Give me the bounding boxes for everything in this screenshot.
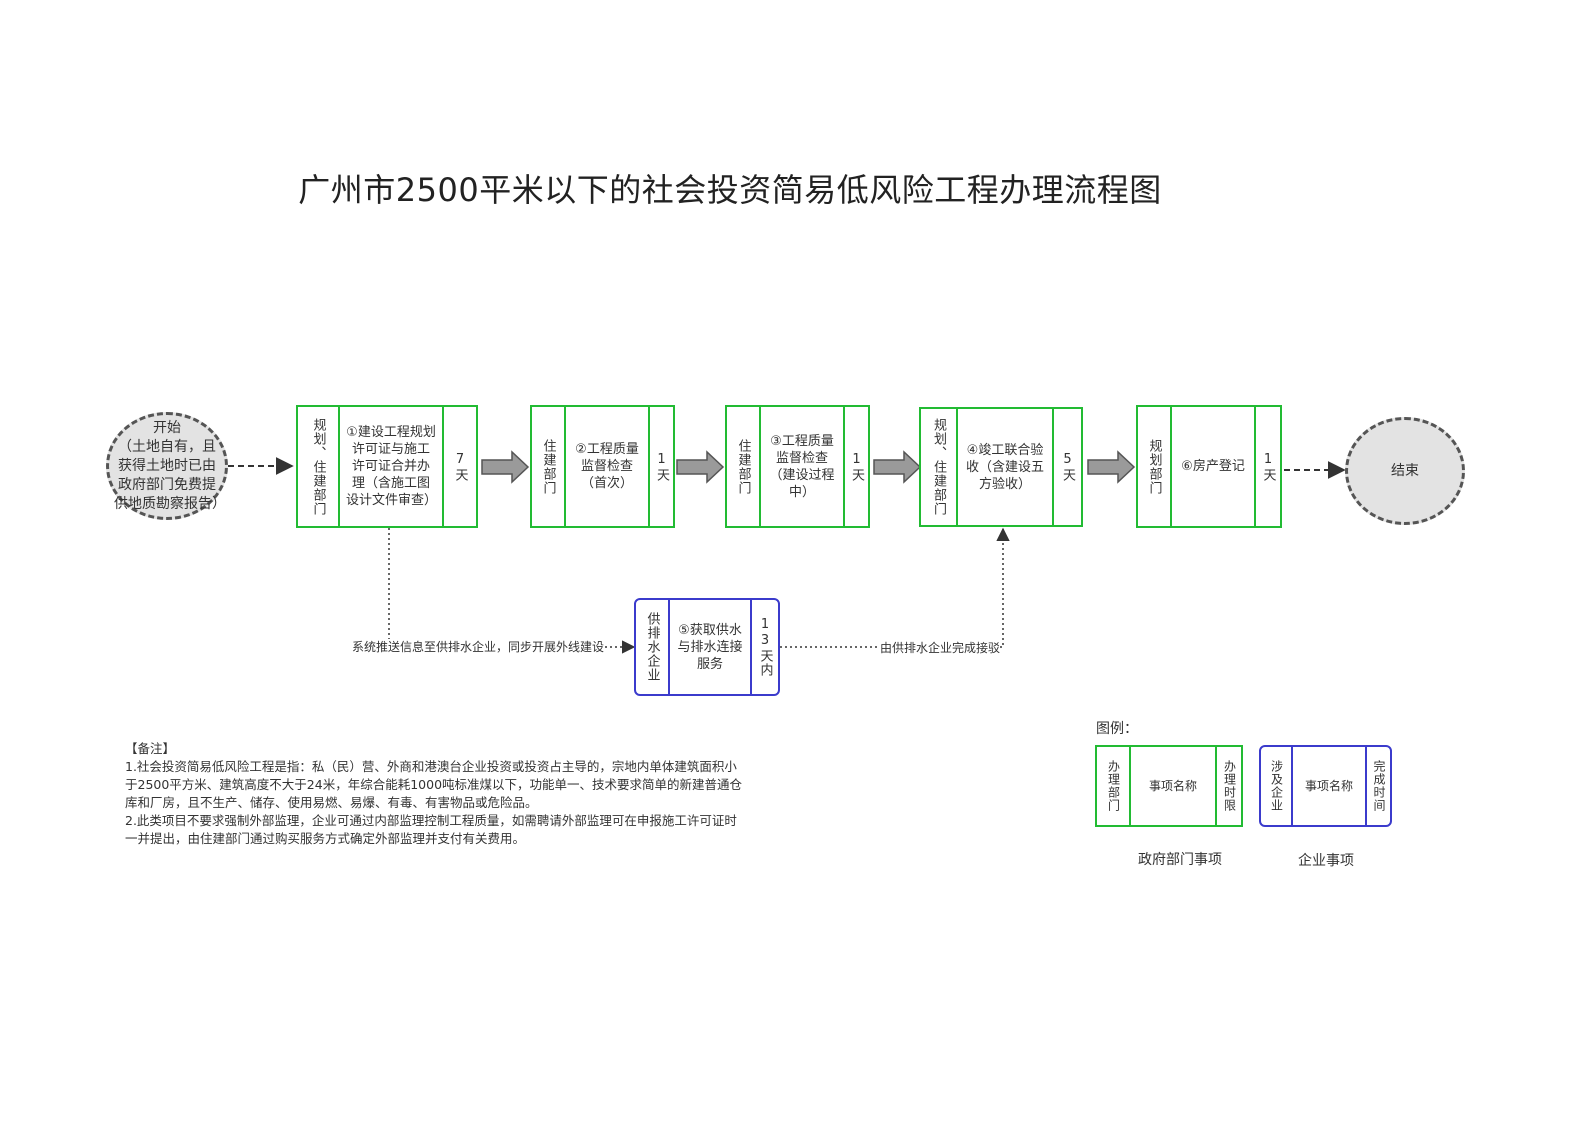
notes-section: 【备注】 1.社会投资简易低风险工程是指：私（民）营、外商和港澳台企业投资或投资… (125, 740, 745, 848)
legend-gov-caption: 政府部门事项 (1138, 852, 1222, 868)
start-oval: 开始 （土地自有，且获得土地时已由政府部门免费提供地质勘察报告） (106, 412, 228, 520)
step-4-name: ④竣工联合验收（含建设五方验收） (956, 409, 1052, 525)
legend-gov-box: 办理部门 事项名称 办理时限 (1095, 745, 1243, 827)
step-2-dept: 住建部门 (540, 438, 556, 495)
push-label: 系统推送信息至供排水企业，同步开展外线建设 (352, 639, 605, 655)
notes-item-2: 2.此类项目不要求强制外部监理，企业可通过内部监理控制工程质量，如需聘请外部监理… (125, 813, 737, 846)
step-6-dept: 规划部门 (1146, 438, 1162, 495)
step-1-box: 规划、住建部门 ①建设工程规划许可证与施工许可证合并办理（含施工图设计文件审查）… (296, 405, 478, 528)
connect-connector (780, 527, 1010, 648)
step-4-box: 规划、住建部门 ④竣工联合验收（含建设五方验收） 5天 (919, 407, 1083, 527)
step-2-name: ②工程质量监督检查（首次） (564, 407, 648, 526)
block-arrow-3-4 (873, 450, 922, 484)
legend-gov-dept: 办理部门 (1106, 760, 1121, 812)
block-arrow-1-2 (481, 450, 530, 484)
end-oval: 结束 (1345, 417, 1465, 525)
step-3-box: 住建部门 ③工程质量监督检查（建设过程中） 1天 (725, 405, 870, 528)
step-6-box: 规划部门 ⑥房产登记 1天 (1136, 405, 1282, 528)
connect-label: 由供排水企业完成接驳 (880, 640, 1001, 656)
step-1-dept: 规划、住建部门 (310, 417, 326, 516)
step-5-box: 供排水企业 ⑤获取供水与排水连接服务 13天内 (634, 598, 780, 696)
legend-ent-name: 事项名称 (1291, 747, 1365, 825)
notes-item-1: 1.社会投资简易低风险工程是指：私（民）营、外商和港澳台企业投资或投资占主导的，… (125, 759, 743, 810)
block-arrow-4-6 (1087, 450, 1136, 484)
step-3-name: ③工程质量监督检查（建设过程中） (759, 407, 843, 526)
legend-gov-name: 事项名称 (1129, 747, 1215, 825)
legend-ent-dept: 涉及企业 (1269, 760, 1284, 812)
step-5-name: ⑤获取供水与排水连接服务 (668, 600, 750, 694)
step-2-time: 1天 (648, 407, 673, 526)
step-1-time: 7天 (442, 407, 476, 526)
notes-heading: 【备注】 (125, 741, 176, 756)
step-5-dept: 供排水企业 (644, 612, 660, 682)
step-6-name: ⑥房产登记 (1170, 407, 1254, 526)
step-2-box: 住建部门 ②工程质量监督检查（首次） 1天 (530, 405, 675, 528)
legend-ent-box: 涉及企业 事项名称 完成时间 (1259, 745, 1392, 827)
end-label: 结束 (1391, 462, 1419, 479)
step-1-name: ①建设工程规划许可证与施工许可证合并办理（含施工图设计文件审查） (338, 407, 442, 526)
page-title: 广州市2500平米以下的社会投资简易低风险工程办理流程图 (298, 171, 1162, 209)
legend-ent-caption: 企业事项 (1298, 853, 1354, 869)
legend-gov-time: 办理时限 (1215, 747, 1241, 825)
push-connector (388, 528, 636, 654)
legend-ent-time: 完成时间 (1365, 747, 1390, 825)
step-3-time: 1天 (843, 407, 868, 526)
step-4-dept: 规划、住建部门 (931, 418, 946, 516)
start-label: 开始 (153, 419, 181, 436)
step-4-time: 5天 (1052, 409, 1081, 525)
legend-label: 图例： (1096, 721, 1138, 737)
block-arrow-2-3 (676, 450, 725, 484)
step-5-time: 13天内 (750, 600, 778, 694)
step-6-time: 1天 (1254, 407, 1280, 526)
step-3-dept: 住建部门 (735, 438, 751, 495)
start-note: （土地自有，且获得土地时已由政府部门免费提供地质勘察报告） (114, 438, 226, 512)
